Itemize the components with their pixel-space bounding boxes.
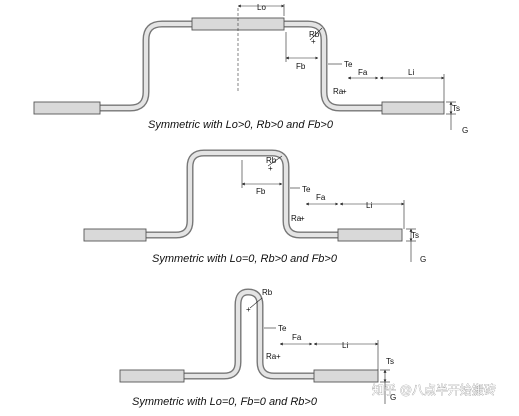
left-terminal-2 bbox=[83, 228, 147, 242]
te-label-3: Te bbox=[278, 324, 287, 333]
ra-label: Ra bbox=[333, 87, 344, 96]
right-terminal bbox=[381, 101, 445, 115]
ra-label-2: Ra bbox=[291, 214, 302, 223]
left-terminal-3 bbox=[119, 369, 185, 383]
figure-3: Rb + Te Fa Li Ra + Ts G Symmetric with L… bbox=[119, 288, 396, 408]
g-label: G bbox=[462, 126, 468, 135]
rb-center-mark: + bbox=[311, 37, 316, 46]
fb-label: Fb bbox=[296, 62, 306, 71]
caption-1: Symmetric with Lo>0, Rb>0 and Fb>0 bbox=[148, 119, 334, 131]
ts-label: Ts bbox=[452, 104, 460, 113]
svg-text:+: + bbox=[276, 352, 281, 361]
fa-label-2: Fa bbox=[316, 193, 326, 202]
svg-text:+: + bbox=[268, 164, 273, 173]
rb-label-2: Rb bbox=[266, 156, 277, 165]
figure-1: Lo Rb + Fb Te Fa Li Ra + Ts G Symmetric … bbox=[33, 3, 468, 135]
fb-label-2: Fb bbox=[256, 187, 266, 196]
ra-center-mark: + bbox=[342, 87, 347, 96]
rb-label-3: Rb bbox=[262, 288, 273, 297]
fa-label: Fa bbox=[358, 68, 368, 77]
caption-2: Symmetric with Lo=0, Rb>0 and Fb>0 bbox=[152, 253, 338, 265]
te-label-2: Te bbox=[302, 185, 311, 194]
li-label-2: Li bbox=[366, 201, 372, 210]
rb-label: Rb bbox=[309, 30, 320, 39]
lo-label: Lo bbox=[257, 3, 266, 12]
right-terminal-2 bbox=[337, 228, 403, 242]
ts-label-3: Ts bbox=[386, 357, 394, 366]
svg-text:+: + bbox=[246, 305, 251, 314]
li-label: Li bbox=[408, 68, 414, 77]
left-terminal bbox=[33, 101, 101, 115]
te-label: Te bbox=[344, 60, 353, 69]
li-label-3: Li bbox=[342, 341, 348, 350]
watermark: 知乎 @八点半开始搬砖 bbox=[372, 382, 496, 397]
caption-3: Symmetric with Lo=0, Fb=0 and Rb>0 bbox=[132, 396, 318, 408]
svg-text:+: + bbox=[300, 214, 305, 223]
g-label-3: G bbox=[390, 393, 396, 402]
figure-2: Rb + Fb Te Fa Li Ra + Ts G Symmetric wit… bbox=[83, 149, 426, 265]
ra-label-3: Ra bbox=[266, 352, 277, 361]
fa-label-3: Fa bbox=[292, 333, 302, 342]
right-terminal-3 bbox=[313, 369, 379, 383]
ts-label-2: Ts bbox=[411, 231, 419, 240]
g-label-2: G bbox=[420, 255, 426, 264]
